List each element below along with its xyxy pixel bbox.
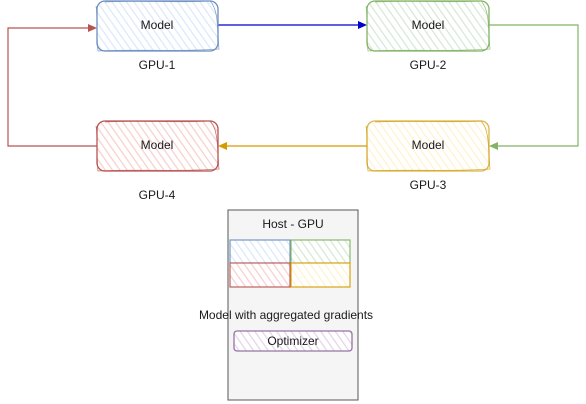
gpu4-caption: GPU-4 [138,188,176,202]
gpu2-caption: GPU-2 [409,58,447,72]
optimizer-label: Optimizer [267,334,319,348]
edge-gpu3-to-gpu4 [218,142,367,150]
edge-gpu2-to-gpu3 [489,24,579,150]
aggregated-box-blue [229,239,291,264]
edge-gpu1-to-gpu2 [218,21,367,29]
gpu3-model-box [365,120,491,172]
gpu3-caption: GPU-3 [409,178,447,192]
aggregated-gradient-grid [229,239,351,288]
host-gpu-container [227,209,359,401]
gpu1-model-label: Model [140,18,174,32]
host-gpu-title: Host - GPU [262,217,324,231]
gpu2-model-box [365,0,491,52]
edge-gpu4-to-gpu1 [7,24,97,147]
aggregated-box-yellow [290,262,351,288]
gpu1-caption: GPU-1 [138,58,176,72]
aggregated-box-red [229,262,291,288]
aggregated-box-green [290,239,351,264]
aggregated-gradients-label: Model with aggregated gradients [198,308,374,322]
gpu1-model-box [95,0,220,52]
gpu2-model-label: Model [411,18,445,32]
optimizer-box [233,330,353,352]
gpu4-model-label: Model [140,138,174,152]
gpu4-model-box [95,120,220,172]
gpu3-model-label: Model [411,138,445,152]
